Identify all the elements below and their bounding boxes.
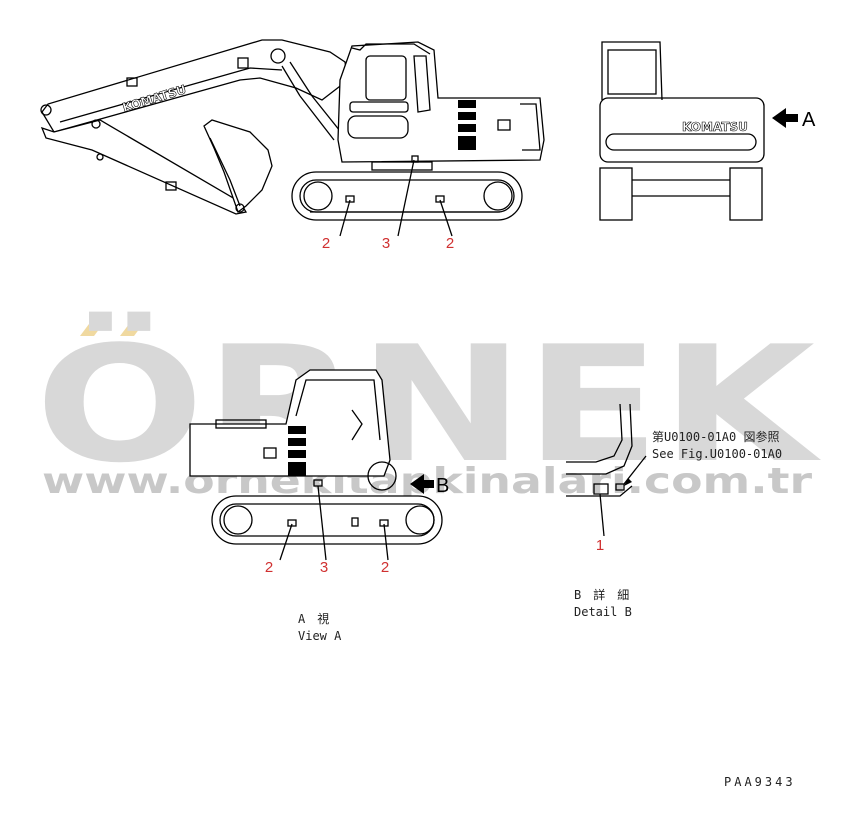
drawing-number: PAA9343 bbox=[724, 775, 796, 789]
detail-b-leader-1 bbox=[599, 493, 605, 537]
arm-pin-2 bbox=[96, 153, 104, 161]
view-a-leader-3 bbox=[317, 485, 327, 561]
leader-line-2-left bbox=[339, 199, 351, 237]
view-a-sprocket bbox=[223, 505, 253, 535]
detail-b-plate bbox=[593, 483, 609, 495]
view-a-track-detail bbox=[351, 517, 359, 527]
engine-stripe-2 bbox=[458, 112, 476, 120]
view-a-stripe-4 bbox=[288, 462, 306, 476]
view-a-caption-jp: A 視 bbox=[298, 611, 329, 626]
view-a-callout-2-left: 2 bbox=[265, 559, 273, 576]
reference-en: See Fig.U0100-01A0 bbox=[652, 447, 782, 461]
engine-stripe-3 bbox=[458, 124, 476, 132]
cab-lower-panel bbox=[347, 115, 409, 139]
cab-door-window bbox=[413, 55, 431, 113]
detail-b-callout-1: 1 bbox=[596, 537, 604, 554]
detail-b-arrowhead bbox=[624, 478, 632, 486]
arm-pin bbox=[91, 119, 101, 129]
view-a-stripe-3 bbox=[288, 450, 306, 458]
leader-line-2-right bbox=[439, 199, 453, 237]
view-a-marker: A bbox=[802, 109, 816, 131]
view-a-stripe-2 bbox=[288, 438, 306, 446]
bucket-pin bbox=[235, 203, 245, 213]
rear-cab-window bbox=[607, 49, 657, 95]
bucket bbox=[203, 119, 273, 214]
engine-stripe-4 bbox=[458, 136, 476, 150]
view-a-stripe-1 bbox=[288, 426, 306, 434]
view-a-drawing: B 2 3 2 bbox=[189, 369, 449, 576]
upper-structure bbox=[337, 41, 545, 163]
arm-bracket bbox=[165, 181, 177, 191]
excavator-rear-view: KOMATSU A bbox=[599, 41, 816, 221]
boom-top-pin bbox=[270, 48, 286, 64]
view-a-crawler-track bbox=[211, 495, 443, 545]
view-a-caption-en: View A bbox=[298, 629, 342, 643]
boom-bracket bbox=[126, 77, 138, 87]
callout-2-right: 2 bbox=[446, 235, 454, 252]
view-a-swing-circle bbox=[367, 461, 397, 491]
rear-track-right bbox=[729, 167, 763, 221]
brand-logo-rear: KOMATSU bbox=[682, 120, 748, 134]
excavator-side-view: KOMATSU 2 3 2 bbox=[40, 39, 545, 252]
watermark-text: ÖRNEK bbox=[35, 310, 821, 498]
boom-cylinder bbox=[281, 61, 313, 97]
detail-b-caption-jp: B 詳 細 bbox=[574, 587, 629, 602]
detail-b-frame-inner bbox=[566, 403, 633, 475]
idler-wheel bbox=[303, 181, 333, 211]
view-a-engine-hood bbox=[215, 419, 267, 429]
boom bbox=[41, 39, 349, 133]
callout-3: 3 bbox=[382, 235, 390, 252]
cab-window bbox=[365, 55, 407, 101]
view-a-idler bbox=[405, 505, 435, 535]
label-3-position bbox=[411, 155, 419, 163]
swing-frame bbox=[371, 161, 433, 171]
view-a-arrow bbox=[772, 108, 798, 128]
rear-counterweight-band bbox=[605, 133, 757, 151]
view-a-door-handle bbox=[263, 447, 277, 459]
boom-cylinder-rod bbox=[299, 95, 345, 141]
rear-counterweight bbox=[599, 97, 765, 163]
view-a-upper-structure bbox=[189, 369, 391, 477]
view-a-callout-3: 3 bbox=[320, 559, 328, 576]
detail-b-frame-outer bbox=[566, 403, 623, 463]
boom-inner-line bbox=[59, 67, 283, 123]
view-a-callout-2-right: 2 bbox=[381, 559, 389, 576]
view-b-marker: B bbox=[436, 475, 449, 497]
arm bbox=[40, 119, 248, 215]
watermark-accent-right bbox=[120, 320, 146, 336]
rear-track-left bbox=[599, 167, 633, 221]
rear-cab-outline bbox=[601, 41, 663, 101]
leader-line-3 bbox=[397, 159, 415, 237]
boom-bracket-2 bbox=[237, 57, 249, 69]
bucket-link bbox=[209, 137, 241, 207]
detail-b-lower-edge bbox=[566, 485, 633, 497]
watermark: ÖRNEK www.ornekitapkinalari.com.tr bbox=[35, 310, 821, 502]
callout-2-left: 2 bbox=[322, 235, 330, 252]
cab-handrail bbox=[349, 101, 409, 113]
reference-jp: 第U0100-01A0 図参照 bbox=[652, 429, 779, 444]
boom-foot-pin bbox=[40, 104, 52, 116]
view-a-boom-foot bbox=[351, 409, 363, 441]
engine-stripe-1 bbox=[458, 100, 476, 108]
side-door-handle bbox=[497, 119, 511, 131]
view-a-leader-2-left bbox=[279, 523, 293, 561]
detail-b-drawing: 1 第U0100-01A0 図参照 See Fig.U0100-01A0 bbox=[566, 403, 782, 554]
detail-b-caption-en: Detail B bbox=[574, 605, 632, 619]
view-a-leader-2-right bbox=[383, 523, 389, 561]
rear-undercarriage bbox=[632, 179, 730, 197]
detail-b-plate-small bbox=[615, 483, 625, 491]
counterweight bbox=[520, 103, 541, 151]
view-b-arrow bbox=[410, 474, 434, 494]
watermark-accent-left bbox=[80, 320, 106, 336]
sprocket-wheel bbox=[483, 181, 513, 211]
cab-roof bbox=[351, 43, 431, 55]
view-a-cab-frame bbox=[295, 379, 381, 441]
